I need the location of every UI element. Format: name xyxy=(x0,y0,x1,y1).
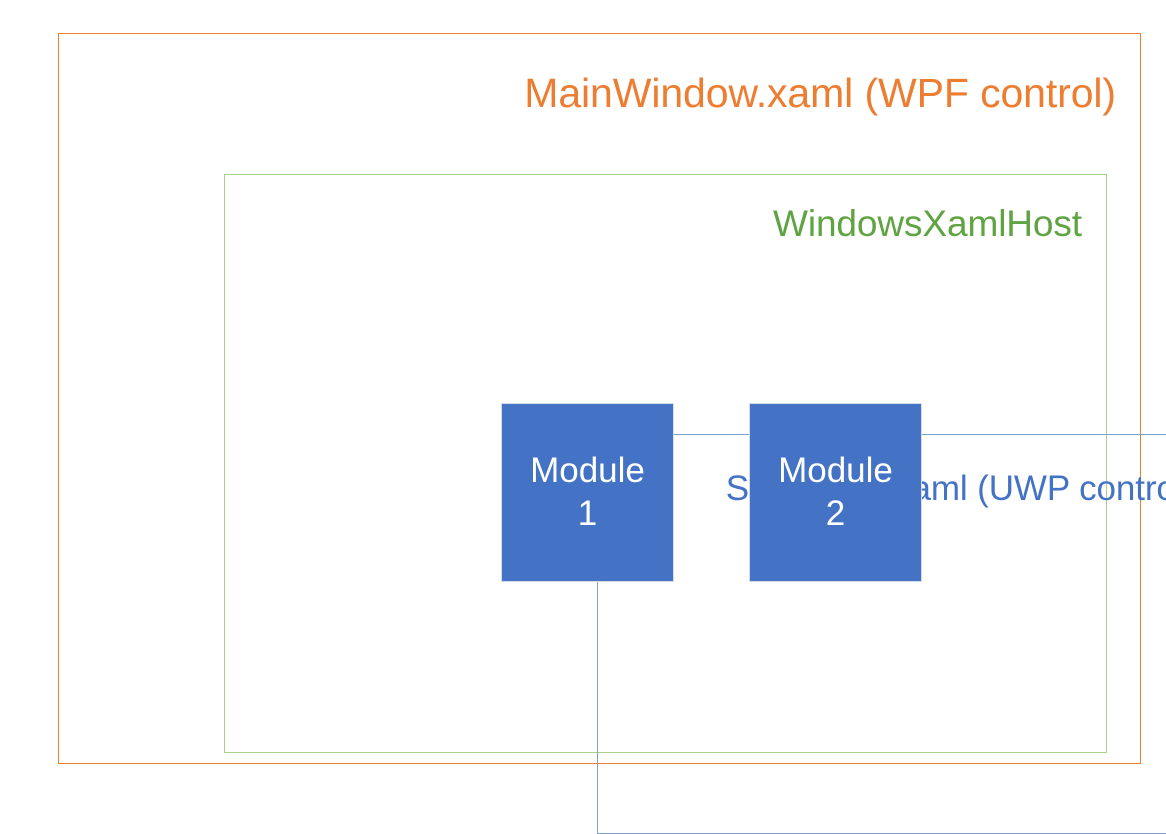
module-2-label-line2: 2 xyxy=(825,493,846,533)
module-1-label-line1: Module xyxy=(530,450,645,490)
box-mainwindow-wpf: MainWindow.xaml (WPF control) WindowsXam… xyxy=(58,33,1166,834)
module-1-label-line2: 1 xyxy=(577,493,598,533)
box-label-mainwindow: MainWindow.xaml (WPF control) xyxy=(524,70,1116,116)
box-label-windowsxamlhost: WindowsXamlHost xyxy=(773,203,1082,244)
diagram-canvas: MainWindow.xaml (WPF control) WindowsXam… xyxy=(58,33,1166,834)
module-2-label-line1: Module xyxy=(778,450,893,490)
